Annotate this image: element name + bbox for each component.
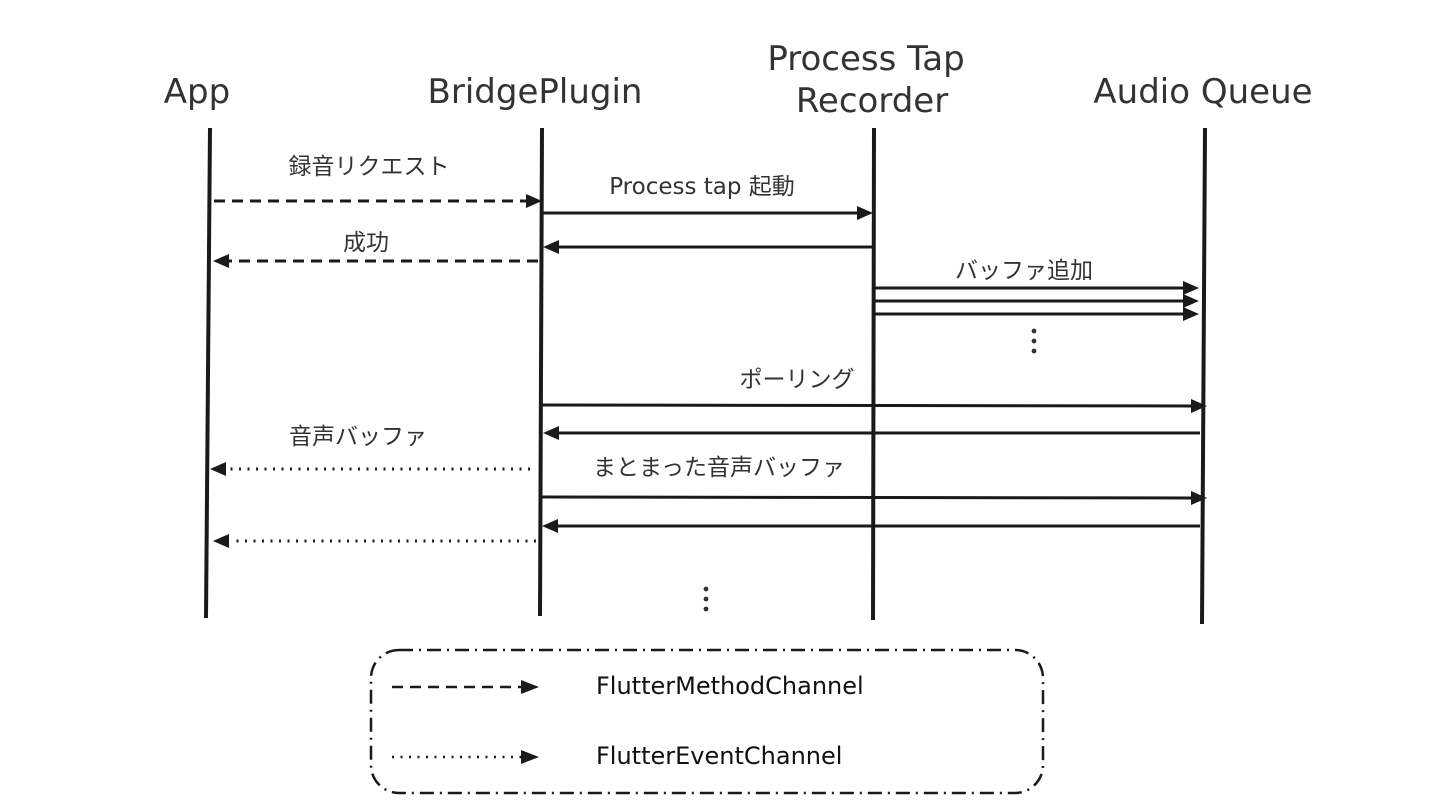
message-arrow-start-tap-return	[543, 240, 872, 254]
message-arrow-batched-buffer-return	[542, 519, 1200, 533]
message-arrow-polling	[541, 399, 1207, 413]
legend: FlutterMethodChannel FlutterEventChannel	[369, 648, 1045, 795]
message-arrow-add-buffer-3	[875, 307, 1199, 321]
message-label-record-request: 録音リクエスト	[289, 154, 450, 180]
message-label-start-tap: Process tap 起動	[609, 174, 795, 200]
participant-bridge-plugin: BridgePlugin	[428, 72, 643, 112]
message-arrow-add-buffer-1	[875, 281, 1199, 295]
message-arrow-record-request	[214, 194, 542, 208]
participant-process-tap-recorder-line1: Process Tap	[767, 39, 964, 79]
message-arrow-batched-buffer-event	[213, 534, 536, 548]
message-label-audio-buffer: 音声バッファ	[289, 424, 427, 450]
legend-box	[369, 648, 1045, 795]
message-arrow-batched-buffer	[540, 491, 1207, 505]
participant-app: App	[164, 72, 230, 112]
legend-event-channel-sample	[392, 750, 539, 764]
message-label-success: 成功	[343, 230, 389, 256]
message-arrow-audio-buffer	[210, 462, 530, 476]
continuation-ellipsis-buffers	[1031, 328, 1037, 354]
participant-audio-queue: Audio Queue	[1093, 72, 1312, 112]
legend-method-channel-label: FlutterMethodChannel	[596, 672, 864, 700]
message-arrow-success	[213, 254, 538, 268]
message-label-polling: ポーリング	[740, 367, 855, 393]
legend-method-channel-sample	[392, 680, 539, 694]
message-label-add-buffer: バッファ追加	[955, 258, 1093, 284]
continuation-ellipsis-bottom	[703, 586, 709, 612]
lifeline-audio-queue	[1200, 127, 1207, 625]
lifeline-process-tap-recorder	[871, 127, 876, 621]
participant-process-tap-recorder-line2: Recorder	[796, 81, 948, 121]
lifeline-bridge-plugin	[538, 127, 544, 617]
message-label-batched-buffer: まとまった音声バッファ	[593, 455, 845, 481]
message-arrow-start-tap	[543, 206, 873, 220]
message-arrow-add-buffer-2	[875, 294, 1199, 308]
message-arrow-polling-return	[543, 426, 1200, 440]
legend-event-channel-label: FlutterEventChannel	[596, 742, 842, 770]
lifeline-app	[204, 127, 212, 619]
